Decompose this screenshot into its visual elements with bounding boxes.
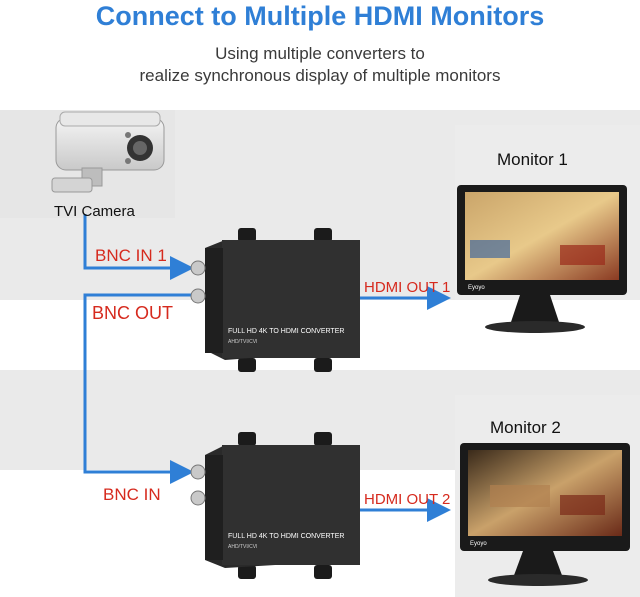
hdmi-out-1-label: HDMI OUT 1 bbox=[364, 279, 451, 296]
bnc-out-label: BNC OUT bbox=[92, 303, 173, 323]
svg-text:Eyoyo: Eyoyo bbox=[468, 285, 485, 291]
page-title: Connect to Multiple HDMI Monitors bbox=[95, 1, 545, 31]
converter-1: FULL HD 4K TO HDMI CONVERTER AHD/TVI/CVI bbox=[190, 228, 360, 372]
converter-2: FULL HD 4K TO HDMI CONVERTER AHD/TVI/CVI bbox=[190, 432, 360, 579]
hdmi-out-2-label: HDMI OUT 2 bbox=[364, 491, 451, 508]
svg-text:Eyoyo: Eyoyo bbox=[470, 541, 487, 547]
subtitle-line-1: Using multiple converters to bbox=[215, 44, 425, 63]
subtitle-line-2: realize synchronous display of multiple … bbox=[139, 66, 501, 85]
bnc-in-label: BNC IN bbox=[103, 485, 161, 504]
converter2-subtext: AHD/TVI/CVI bbox=[228, 544, 257, 550]
camera-icon bbox=[51, 111, 165, 193]
monitor-1-icon: Eyoyo bbox=[457, 185, 627, 333]
bnc-in-1-label: BNC IN 1 bbox=[95, 246, 167, 265]
monitor1-label: Monitor 1 bbox=[497, 150, 568, 169]
converter1-subtext: AHD/TVI/CVI bbox=[228, 339, 257, 345]
arrow-camera-to-converter1 bbox=[83, 214, 194, 280]
arrow-converter1-to-converter2 bbox=[83, 293, 200, 484]
camera-label: TVI Camera bbox=[54, 203, 135, 220]
converter1-text: FULL HD 4K TO HDMI CONVERTER bbox=[228, 328, 344, 335]
converter2-text: FULL HD 4K TO HDMI CONVERTER bbox=[228, 533, 344, 540]
monitor2-label: Monitor 2 bbox=[490, 418, 561, 437]
monitor-2-icon: Eyoyo bbox=[460, 443, 630, 586]
